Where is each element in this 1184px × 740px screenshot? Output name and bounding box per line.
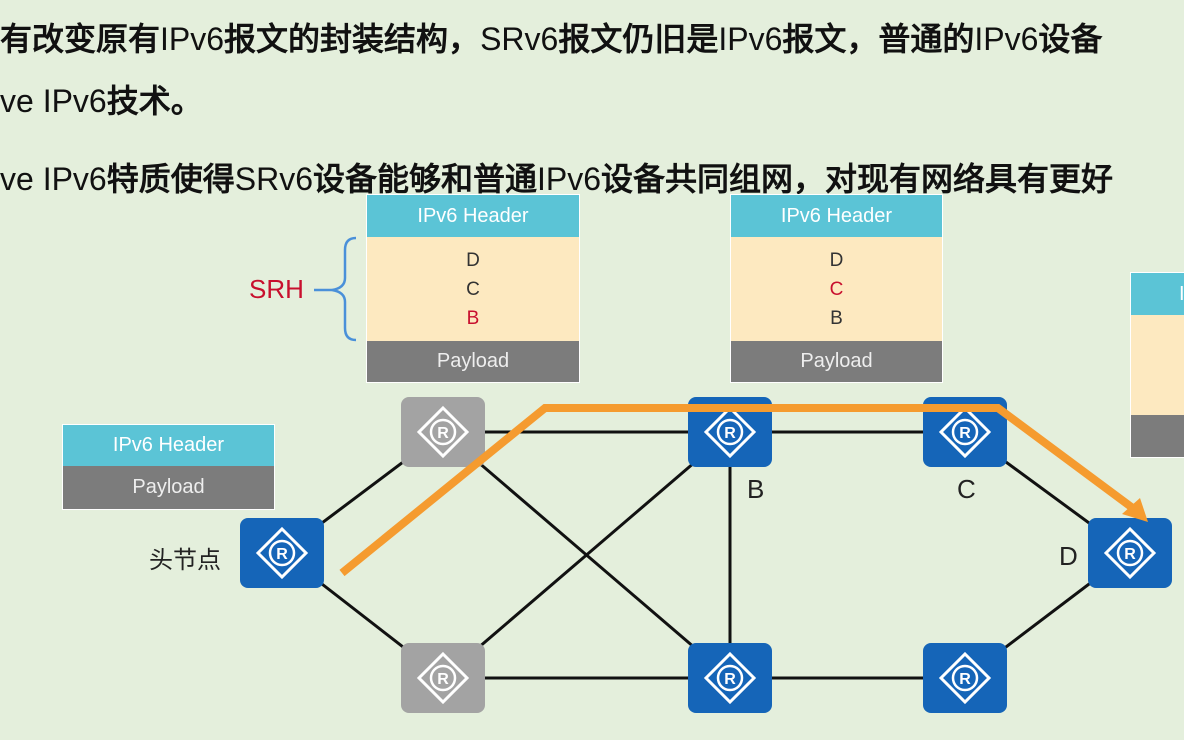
- router-d: R: [1088, 518, 1172, 588]
- packet-b-sid-1: C: [466, 279, 480, 300]
- router-bottom-b: R: [688, 643, 772, 713]
- packet-c-sid-2: B: [830, 308, 843, 329]
- packet-d-payload: [1131, 415, 1184, 457]
- line3-run-5: 设备共同组网，对现有网络具有更好: [601, 160, 1114, 198]
- node-d-label: D: [1059, 541, 1078, 571]
- text-line-1: 有改变原有IPv6报文的封装结构，SRv6报文仍旧是IPv6报文，普通的IPv6…: [0, 14, 1102, 60]
- line3-run-3: 设备能够和普通: [312, 160, 537, 198]
- line1-run-4: 报文仍旧是: [558, 20, 719, 58]
- line3-run-4: IPv6: [537, 161, 602, 197]
- line1-run-2: 报文的封装结构，: [224, 20, 481, 58]
- packet-d-srh: [1131, 315, 1184, 415]
- router-top-ipv6: R: [401, 397, 485, 467]
- packet-c-header: IPv6 Header: [731, 195, 942, 237]
- packet-d-header: I: [1131, 273, 1184, 315]
- packet-b-header: IPv6 Header: [367, 195, 579, 237]
- router-b: R: [688, 397, 772, 467]
- line3-run-2: SRv6: [234, 161, 313, 197]
- text-line-2: ve IPv6技术。: [0, 76, 203, 122]
- line1-run-5: IPv6: [718, 21, 783, 57]
- path-arrowhead: [1122, 498, 1148, 522]
- line1-run-6: 报文，普通的: [782, 20, 975, 58]
- forwarding-path: [339, 404, 1141, 577]
- svg-text:R: R: [437, 425, 449, 442]
- packet-head: IPv6 Header Payload: [62, 424, 275, 510]
- svg-text:R: R: [276, 546, 288, 563]
- svg-text:R: R: [959, 425, 971, 442]
- svg-text:R: R: [1124, 546, 1136, 563]
- links: [281, 430, 1131, 680]
- text-line-3: ve IPv6特质使得SRv6设备能够和普通IPv6设备共同组网，对现有网络具有…: [0, 154, 1113, 200]
- line1-run-7: IPv6: [974, 21, 1039, 57]
- line3-run-0: ve IPv6: [0, 161, 107, 197]
- svg-text:R: R: [724, 671, 736, 688]
- packet-c-sid-1: C: [829, 279, 844, 300]
- node-c-label: C: [957, 474, 976, 504]
- router-bottom-c: R: [923, 643, 1007, 713]
- srh-label: SRH: [249, 274, 304, 304]
- head-node-label: 头节点: [149, 546, 221, 574]
- packet-b-sid-0: D: [466, 250, 480, 271]
- packet-c-payload: Payload: [731, 341, 942, 382]
- line3-run-1: 特质使得: [106, 160, 235, 198]
- srh-brace: [331, 236, 357, 342]
- packet-at-d-partial: I: [1130, 272, 1184, 458]
- svg-text:R: R: [724, 425, 736, 442]
- line1-run-1: IPv6: [160, 21, 225, 57]
- line1-run-8: 设备: [1038, 20, 1103, 58]
- svg-text:R: R: [959, 671, 971, 688]
- packet-b-payload: Payload: [367, 341, 579, 382]
- packet-b-sid-2: B: [466, 308, 480, 329]
- router-head: R: [240, 518, 324, 588]
- line1-run-0: 有改变原有: [0, 20, 161, 58]
- node-b-label: B: [747, 474, 765, 504]
- router-bottom-ipv6: R: [401, 643, 485, 713]
- line1-run-3: SRv6: [480, 21, 559, 57]
- svg-text:R: R: [437, 671, 449, 688]
- packet-head-payload: Payload: [63, 466, 274, 509]
- packet-c-sid-0: D: [829, 250, 844, 271]
- router-c: R: [923, 397, 1007, 467]
- line2-run-1: 技术。: [106, 82, 203, 120]
- line2-run-0: ve IPv6: [0, 83, 107, 119]
- link-bottom-b: [442, 430, 731, 680]
- packet-head-header: IPv6 Header: [63, 425, 274, 466]
